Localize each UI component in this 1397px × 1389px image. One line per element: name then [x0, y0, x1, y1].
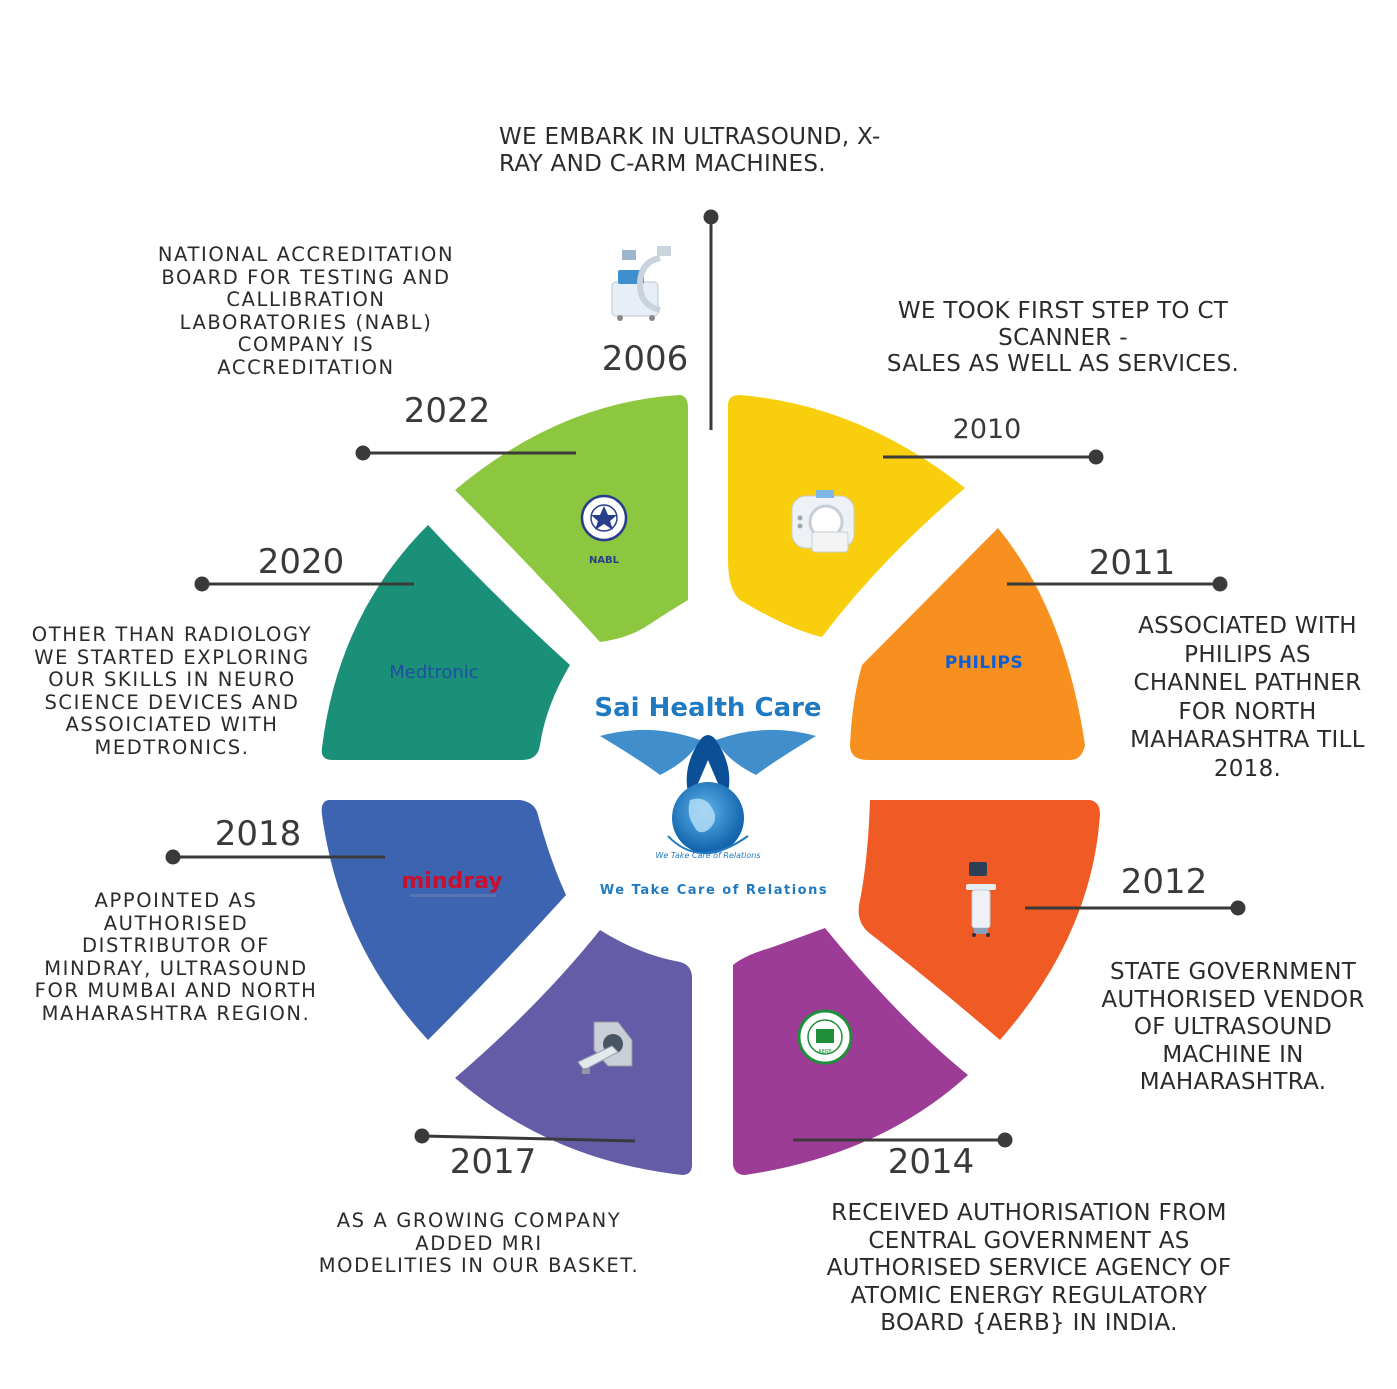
brand-name: Sai Health Care [594, 693, 821, 723]
segment-2011 [850, 528, 1085, 760]
segment-2018 [321, 800, 566, 1040]
ultrasound-machine-icon [966, 862, 996, 937]
nabl-seal-logo: NABL [580, 494, 628, 566]
mindray-logo: mindray [401, 869, 502, 894]
description-2012: STATE GOVERNMENT AUTHORISED VENDOR OF UL… [1101, 959, 1365, 1096]
description-2017: AS A GROWING COMPANY ADDED MRI MODELITIE… [318, 1209, 640, 1278]
segment-2017 [455, 930, 692, 1175]
description-2010: WE TOOK FIRST STEP TO CT SCANNER - SALES… [886, 298, 1240, 378]
year-2014: 2014 [888, 1142, 975, 1182]
c-arm-machine-icon [611, 246, 671, 321]
globe-tagline: We Take Care of Relations [655, 851, 760, 860]
segment-2022 [455, 395, 688, 642]
philips-logo: PHILIPS [945, 653, 1023, 673]
description-2020: OTHER THAN RADIOLOGY WE STARTED EXPLORIN… [31, 623, 313, 760]
description-2018: APPOINTED AS AUTHORISED DISTRIBUTOR OF M… [34, 889, 318, 1026]
mri-scanner-icon [577, 1021, 633, 1074]
svg-text:AERB: AERB [818, 1049, 832, 1055]
connector-lines [165, 209, 1246, 1148]
sai-health-care-logo: Sai Health Care We Take Care of Relation… [594, 693, 828, 898]
brand-tagline: We Take Care of Relations [600, 883, 828, 898]
svg-text:NABL: NABL [589, 555, 620, 566]
description-2014: RECEIVED AUTHORISATION FROM CENTRAL GOVE… [826, 1200, 1232, 1337]
segment-2014 [733, 928, 968, 1175]
year-2012: 2012 [1121, 862, 1208, 902]
year-2020: 2020 [258, 542, 345, 582]
description-2011: ASSOCIATED WITH PHILIPS AS CHANNEL PATHN… [1130, 613, 1365, 782]
year-2022: 2022 [404, 391, 491, 431]
mindray-tagline [410, 894, 496, 897]
description-2022: NATIONAL ACCREDITATION BOARD FOR TESTING… [157, 243, 455, 380]
year-2018: 2018 [215, 814, 302, 854]
year-2017: 2017 [450, 1142, 537, 1182]
aerb-seal-logo: AERB [797, 1009, 853, 1065]
medtronic-logo: Medtronic [389, 662, 478, 683]
description-2006: WE EMBARK IN ULTRASOUND, X- RAY AND C-AR… [499, 124, 881, 177]
year-2010: 2010 [953, 414, 1022, 445]
ct-scanner-icon [791, 490, 855, 553]
year-2011: 2011 [1089, 543, 1176, 583]
year-2006: 2006 [602, 339, 689, 379]
